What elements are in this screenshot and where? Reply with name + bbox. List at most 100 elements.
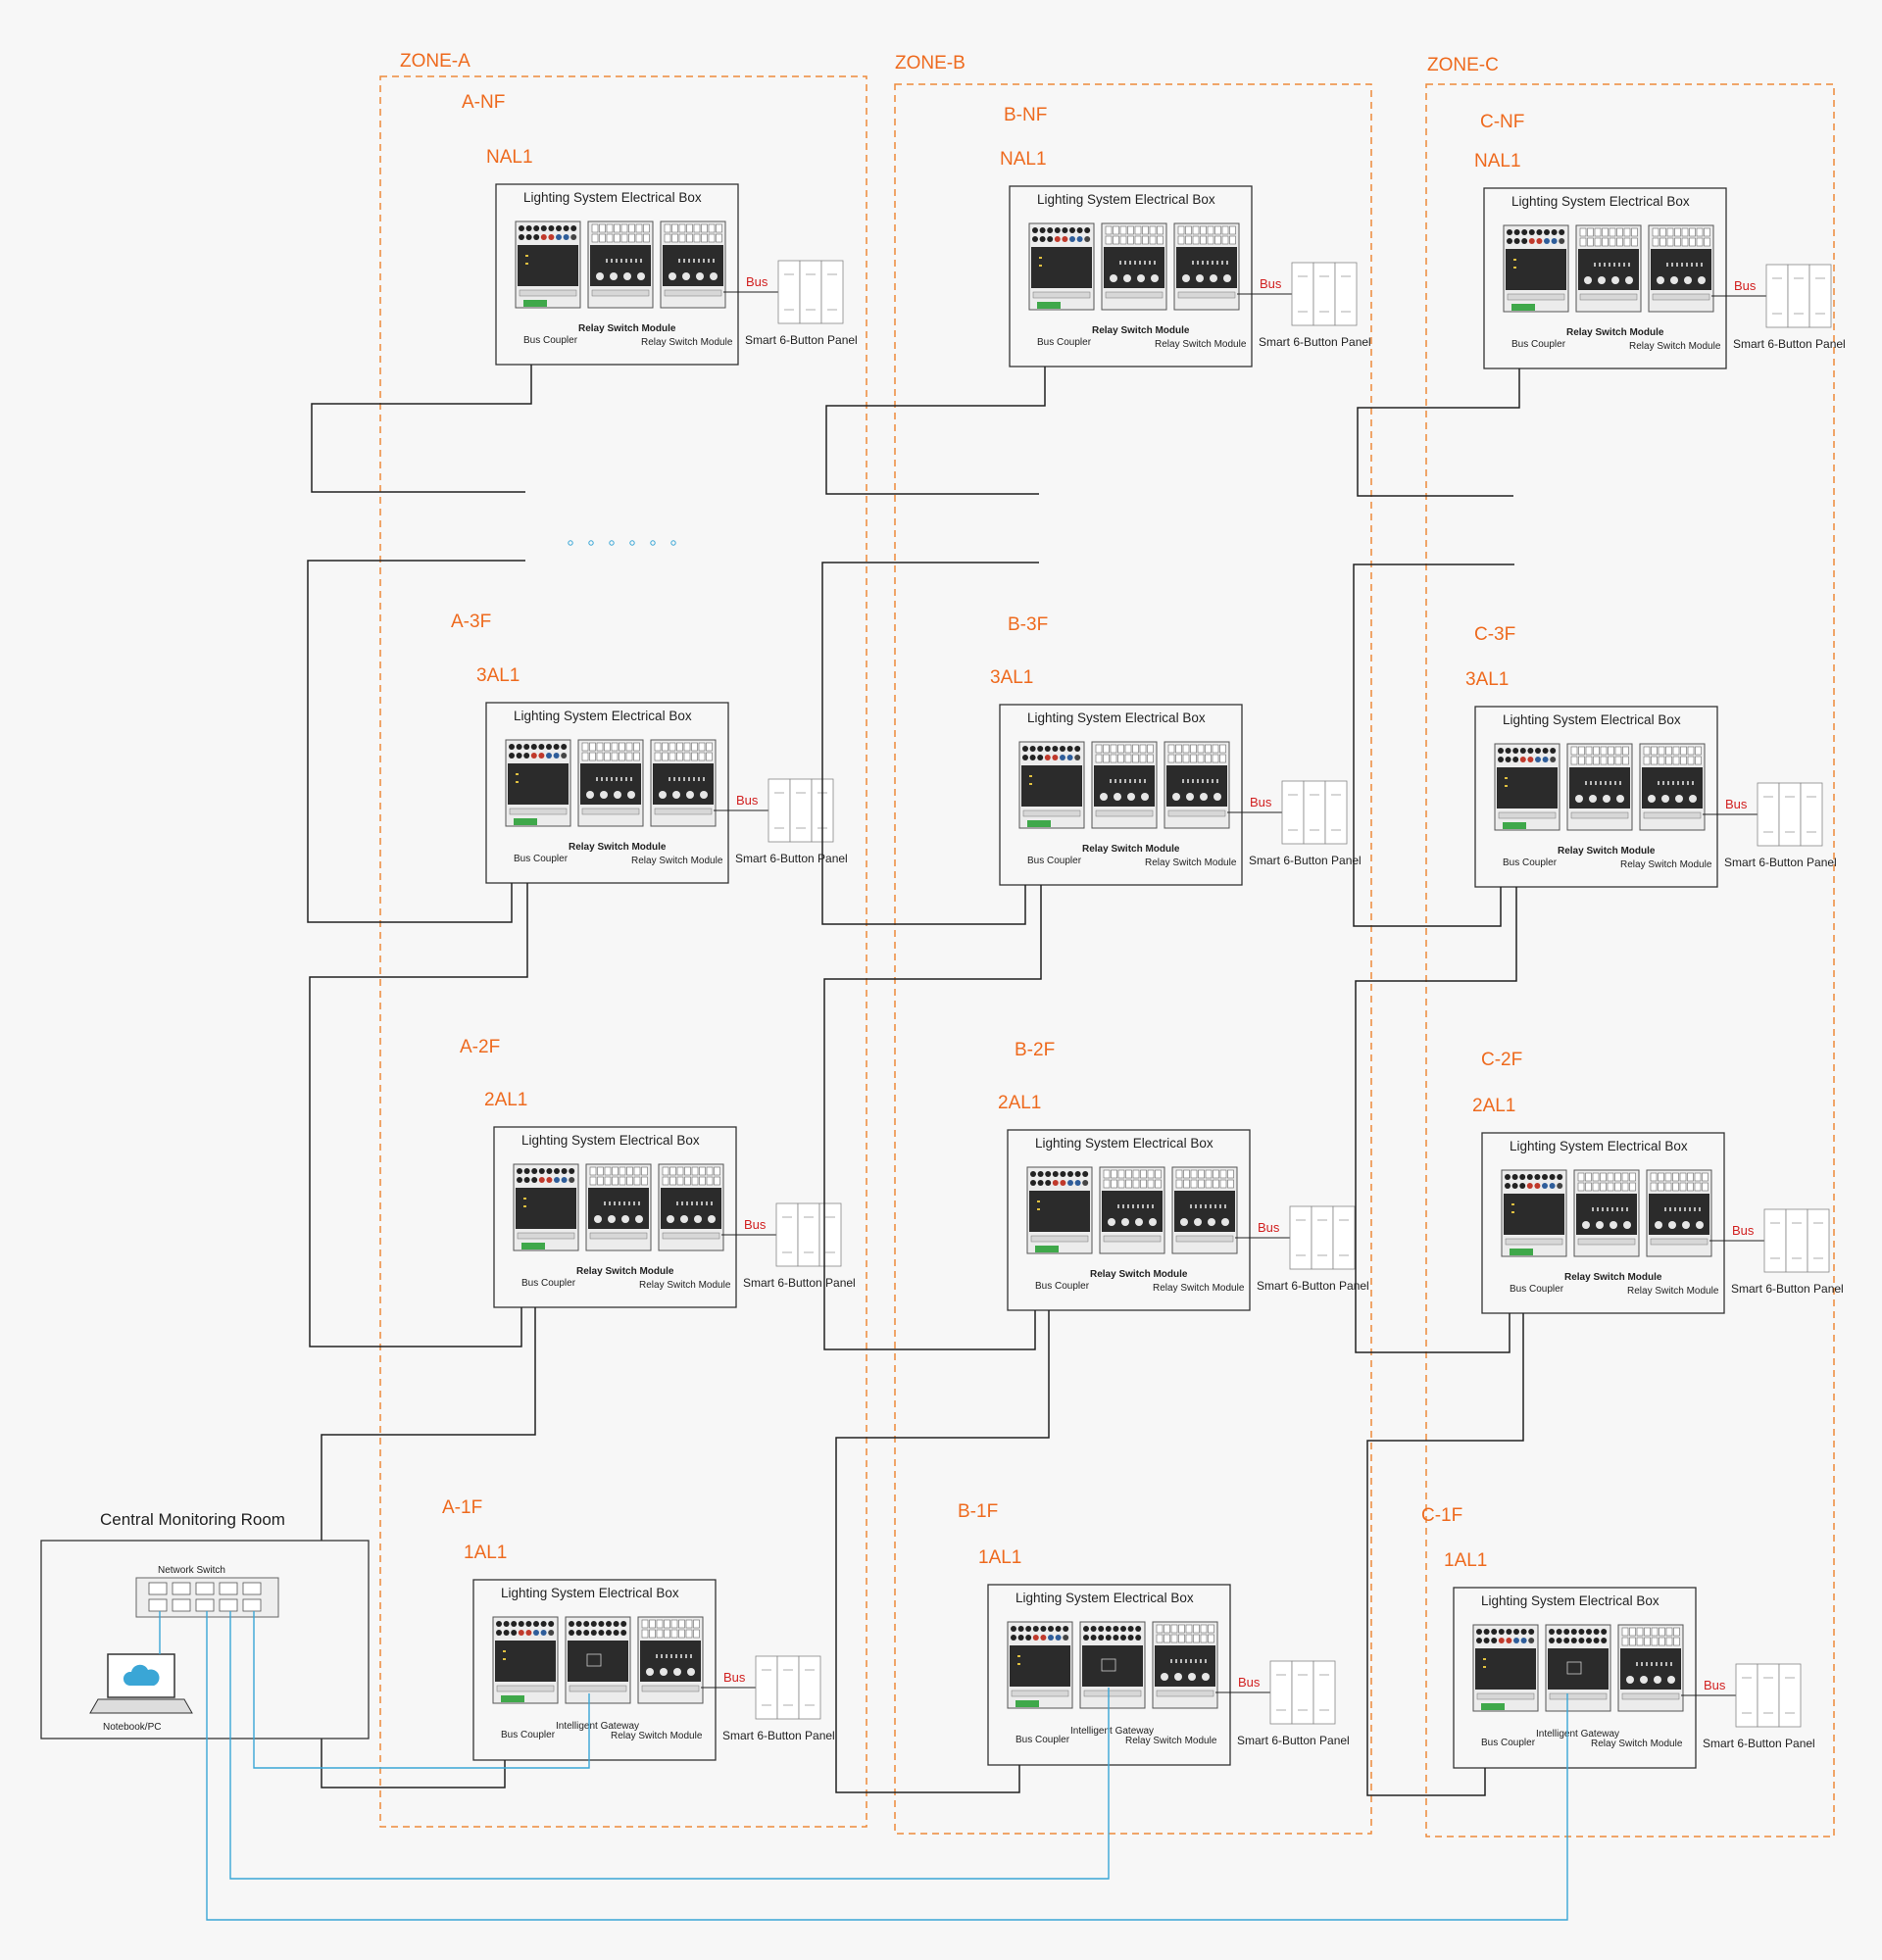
box-title: Lighting System Electrical Box <box>1510 1139 1688 1153</box>
zone-label: ZONE-A <box>400 51 470 72</box>
panel-label: Smart 6-Button Panel <box>1257 1279 1369 1293</box>
box-id-label: 1AL1 <box>1444 1550 1487 1571</box>
box-id-label: 3AL1 <box>1465 669 1509 690</box>
bus-label: Bus <box>1704 1678 1726 1692</box>
smart-6-button-panel <box>775 1202 842 1267</box>
relay-module-label: Relay Switch Module <box>639 1280 731 1291</box>
floor-label: C-NF <box>1480 112 1524 132</box>
relay-module-label: Relay Switch Module <box>1629 341 1721 352</box>
floor-label: A-NF <box>462 92 505 113</box>
floor-label: A-3F <box>451 612 491 632</box>
floor-label: B-3F <box>1008 614 1048 635</box>
network-cable-zone-c <box>206 1611 1568 1921</box>
bus-cable <box>309 883 528 1348</box>
relay-switch-module <box>637 1616 704 1704</box>
relay-switch-module <box>1171 1166 1238 1254</box>
bus-cable <box>835 1310 1050 1793</box>
intelligent-gateway-module <box>1545 1624 1611 1712</box>
box-title: Lighting System Electrical Box <box>1015 1591 1194 1605</box>
floor-label: B-1F <box>958 1501 998 1522</box>
smart-6-button-panel <box>777 260 844 324</box>
relay-switch-module <box>1573 1169 1640 1257</box>
relay-switch-module <box>1173 222 1240 311</box>
switch-port <box>219 1598 238 1612</box>
smart-6-button-panel <box>1281 780 1348 845</box>
relay-switch-module <box>658 1163 724 1251</box>
continuation-dot <box>568 540 573 546</box>
bus-cable <box>311 365 532 493</box>
relay-switch-module <box>650 739 717 827</box>
smart-6-button-panel <box>1763 1208 1830 1273</box>
box-id-label: 2AL1 <box>1472 1096 1515 1116</box>
bus-label: Bus <box>1250 795 1272 809</box>
bus-coupler-label: Bus Coupler <box>1015 1735 1070 1745</box>
bus-label: Bus <box>1725 797 1748 811</box>
bus-coupler-module <box>505 739 571 827</box>
gateway-label: Intelligent Gateway <box>1070 1726 1154 1737</box>
bus-label: Bus <box>744 1217 767 1232</box>
relay-module-label: Relay Switch Module <box>611 1731 703 1741</box>
relay-module-label: Relay Switch Module <box>1092 325 1190 336</box>
gateway-label: Intelligent Gateway <box>1536 1729 1619 1740</box>
bus-label: Bus <box>1260 276 1282 291</box>
bus-cable <box>1357 368 1520 497</box>
smart-6-button-panel <box>768 778 834 843</box>
cloud-icon <box>123 1664 160 1686</box>
relay-module-label: Relay Switch Module <box>1591 1739 1683 1749</box>
box-title: Lighting System Electrical Box <box>501 1586 679 1600</box>
bus-coupler-module <box>1503 224 1569 313</box>
relay-module-label: Relay Switch Module <box>1125 1736 1217 1746</box>
box-id-label: NAL1 <box>1474 151 1521 172</box>
switch-port <box>172 1582 191 1595</box>
floor-label: C-3F <box>1474 624 1515 645</box>
bus-coupler-label: Bus Coupler <box>1510 1284 1564 1295</box>
zone-label: ZONE-B <box>895 53 966 74</box>
smart-6-button-panel <box>755 1655 821 1720</box>
continuation-dot <box>588 540 594 546</box>
panel-label: Smart 6-Button Panel <box>1237 1734 1350 1747</box>
bus-coupler-label: Bus Coupler <box>501 1730 556 1740</box>
zone-border <box>894 83 1372 1835</box>
switch-port <box>219 1582 238 1595</box>
relay-module-label: Relay Switch Module <box>1153 1283 1245 1294</box>
smart-6-button-panel <box>1269 1660 1336 1725</box>
floor-label: A-1F <box>442 1497 482 1518</box>
relay-switch-module <box>1152 1621 1218 1709</box>
bus-coupler-module <box>1472 1624 1539 1712</box>
network-cable-zone-b <box>229 1611 1110 1880</box>
relay-module-label: Relay Switch Module <box>1627 1286 1719 1297</box>
bus-coupler-module <box>1007 1621 1073 1709</box>
monitoring-room-title: Central Monitoring Room <box>100 1510 285 1529</box>
relay-module-label: Relay Switch Module <box>1090 1269 1188 1280</box>
box-id-label: NAL1 <box>1000 149 1047 170</box>
switch-port <box>148 1598 168 1612</box>
box-title: Lighting System Electrical Box <box>1481 1593 1659 1608</box>
relay-switch-module <box>1639 743 1706 831</box>
box-id-label: 1AL1 <box>978 1547 1021 1568</box>
bus-cable <box>307 560 525 923</box>
bus-coupler-module <box>513 1163 579 1251</box>
bus-cable <box>1353 564 1514 927</box>
box-id-label: 3AL1 <box>476 665 520 686</box>
relay-module-label: Relay Switch Module <box>569 842 667 853</box>
bus-label: Bus <box>1258 1220 1280 1235</box>
network-cable-zone-a <box>253 1611 590 1769</box>
relay-module-label: Relay Switch Module <box>576 1266 674 1277</box>
bus-cable <box>821 562 1039 925</box>
box-title: Lighting System Electrical Box <box>521 1133 700 1148</box>
bus-coupler-label: Bus Coupler <box>521 1278 576 1289</box>
bus-cable <box>825 367 1046 495</box>
bus-coupler-module <box>1018 741 1085 829</box>
relay-switch-module <box>660 220 726 309</box>
